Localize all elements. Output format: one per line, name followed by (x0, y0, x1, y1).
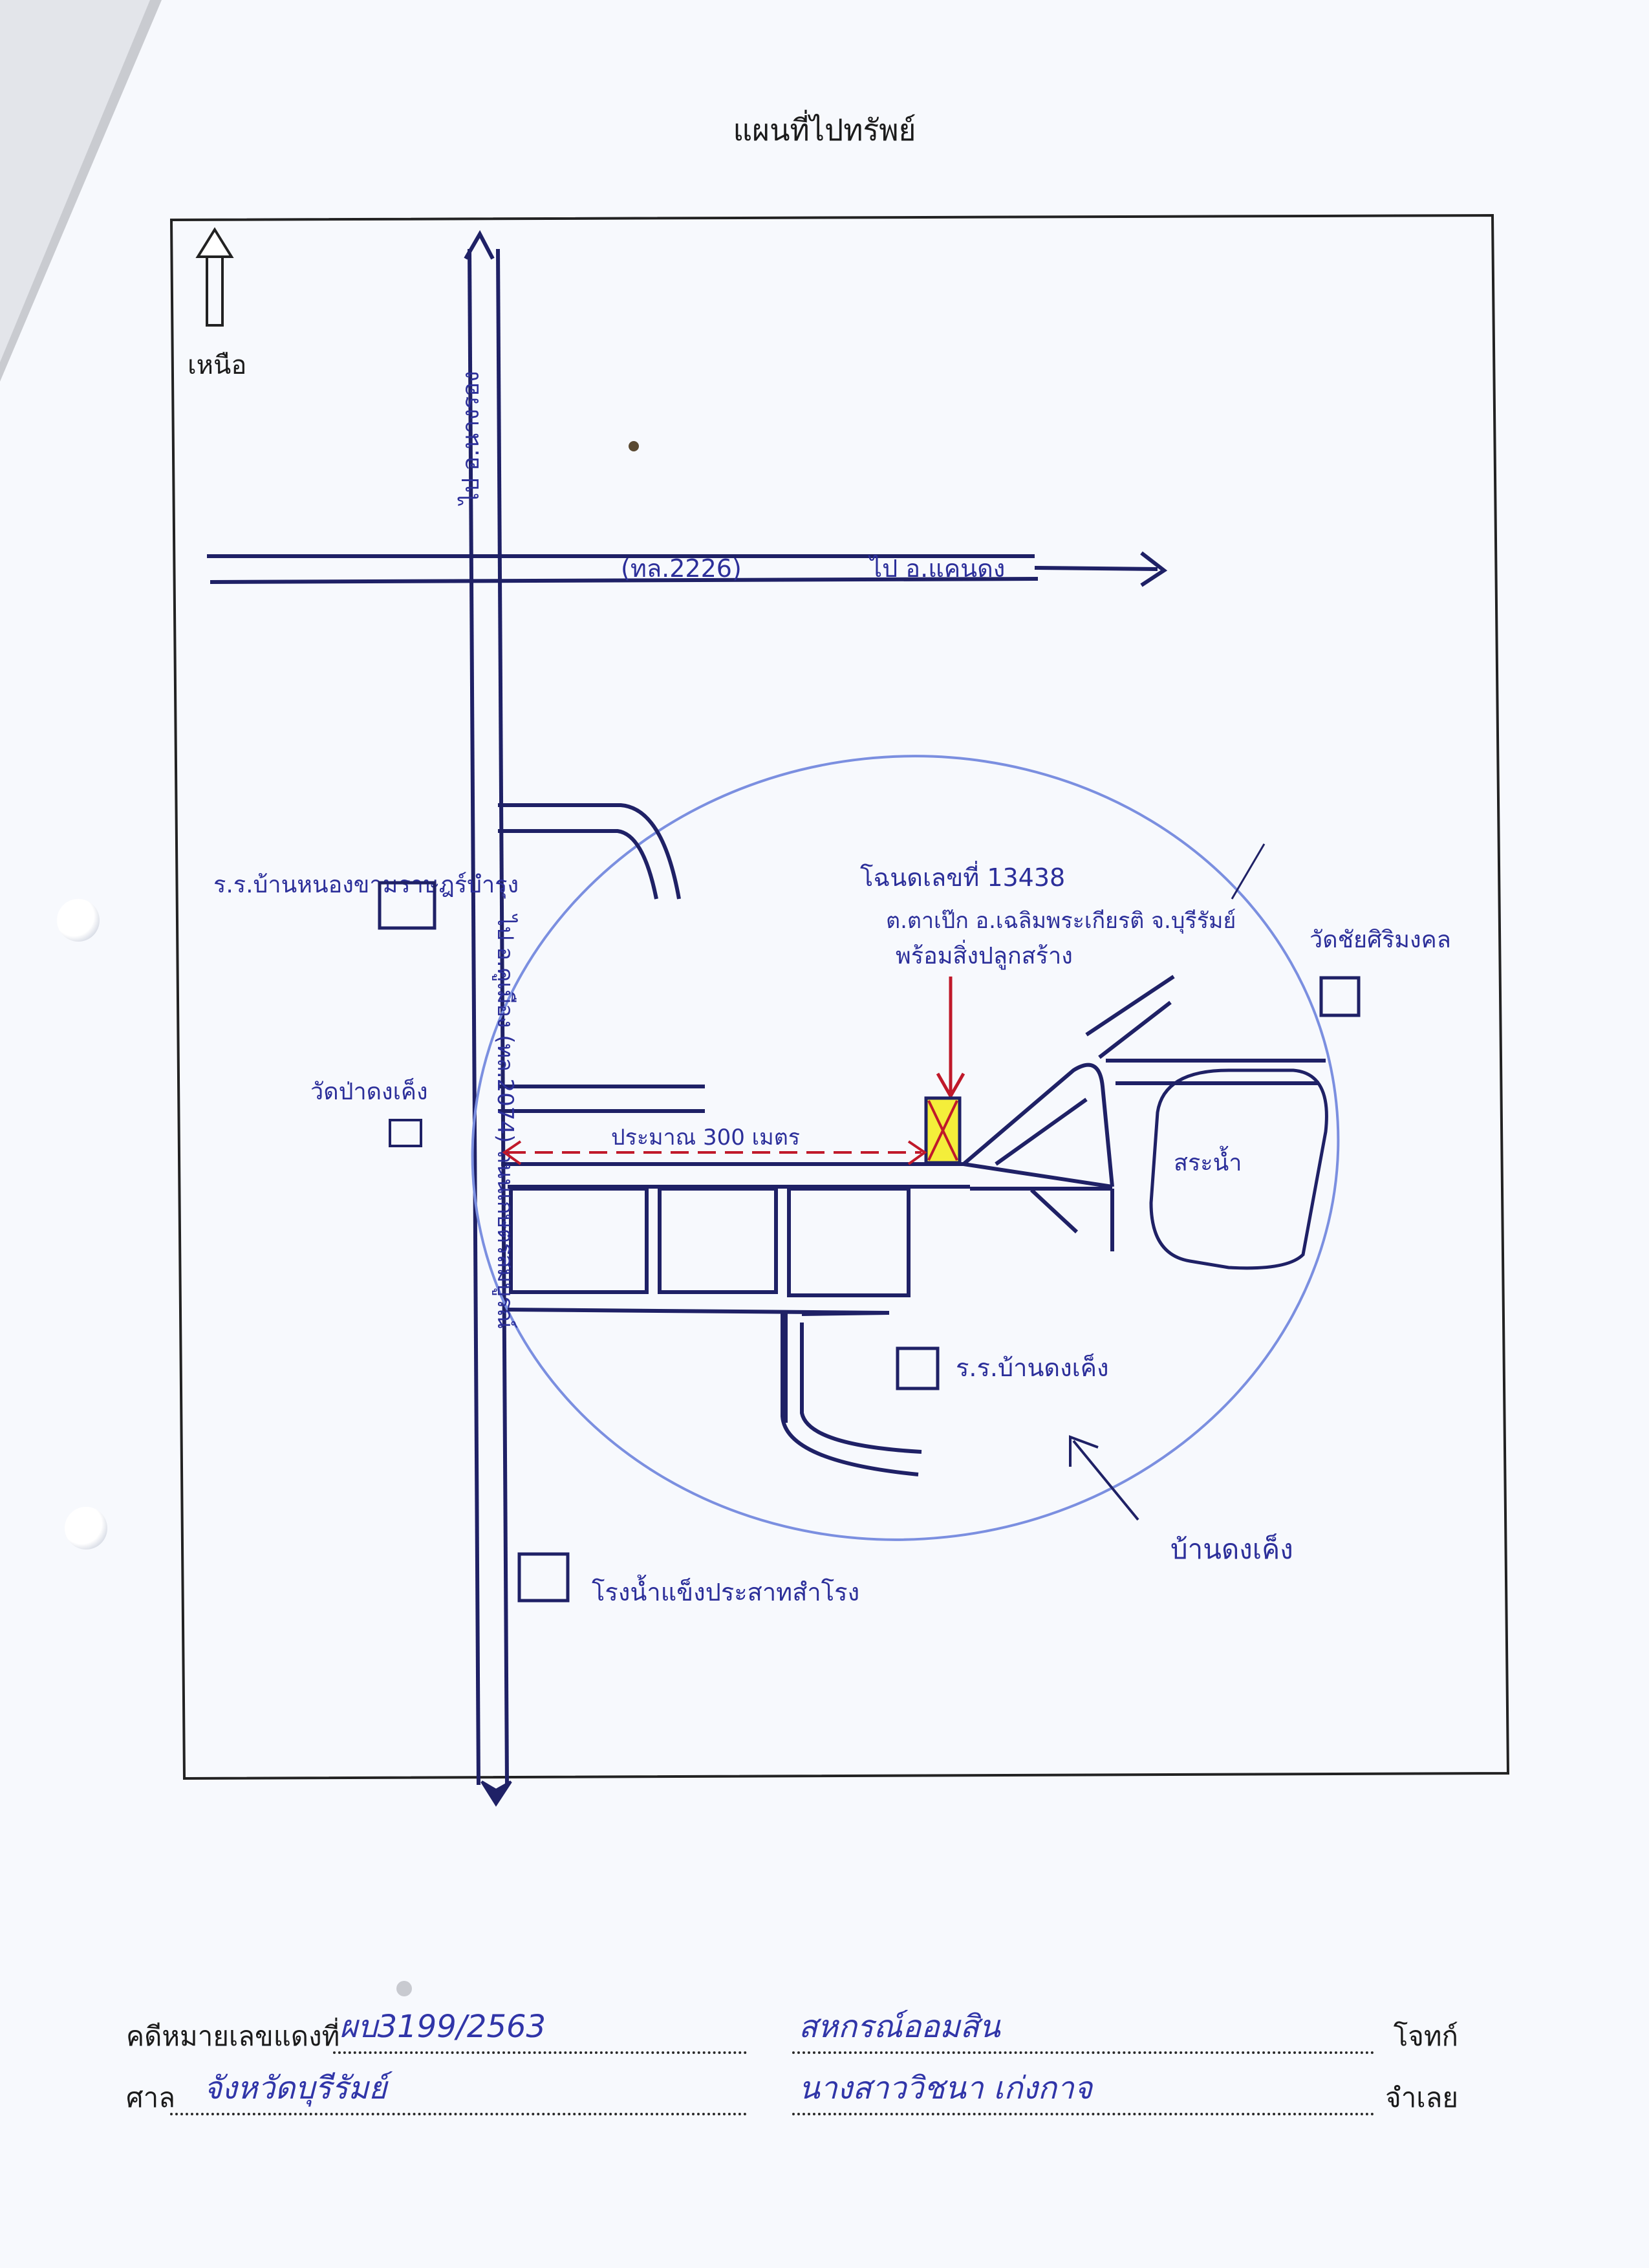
pond-outline (1149, 1068, 1328, 1270)
road-east-label: ไป อ.แคนดง (868, 554, 1005, 583)
punch-hole-top (57, 899, 100, 942)
property-title: โฉนดเลขที่ 13438 (860, 861, 1065, 892)
court-label: ศาล (126, 2082, 175, 2113)
north-arrow-icon (195, 227, 234, 327)
page-title: แผนที่ไปทรัพย์ (733, 113, 916, 147)
village-boundary (471, 755, 1340, 1541)
village-pointer-head (1069, 1435, 1099, 1467)
temple-w-icon (389, 1119, 422, 1147)
property-note: พร้อมสิ่งปลูกสร้าง (896, 940, 1073, 970)
side-road-west (498, 1085, 705, 1113)
temple-ne-pointer (1231, 843, 1266, 900)
side-road-north (498, 803, 681, 900)
distance-arrow-right-icon (907, 1140, 927, 1165)
temple-w-label: วัดป่าดงเค็ง (310, 1077, 428, 1105)
road-east-code: (ทล.2226) (621, 554, 742, 583)
footer-case-row: คดีหมายเลขแดงที่ ผบ3199/2563 สหกรณ์ออมสิ… (126, 2005, 1458, 2063)
factory-icon (517, 1552, 570, 1603)
property-marker-icon (924, 1096, 962, 1165)
temple-ne-icon (1319, 976, 1361, 1017)
case-number-value: ผบ3199/2563 (339, 2009, 546, 2045)
school-nw-label: ร.ร.บ้านหนองขามราษฎร์บำรุง (213, 872, 519, 899)
footer-court-row: ศาล จังหวัดบุรีรัมย์ นางสาววิชนา เก่งกาจ… (126, 2066, 1458, 2124)
court-value: จังหวัดบุรีรัมย์ (204, 2070, 387, 2106)
village-label: บ้านดงเค็ง (1170, 1533, 1293, 1565)
school-s-icon (896, 1346, 940, 1390)
arrow-east-icon (1140, 551, 1168, 587)
defendant-line (792, 2113, 1374, 2115)
defendant-value: นางสาววิชนา เก่งกาจ (799, 2070, 1093, 2106)
pond-label: สระน้ำ (1174, 1145, 1242, 1176)
arrow-north-icon (464, 230, 495, 260)
main-road-north-south (468, 248, 509, 1786)
temple-ne-label: วัดชัยศิริมงคล (1310, 927, 1451, 953)
village-pointer (1072, 1440, 1139, 1521)
map-frame (169, 213, 1510, 1780)
school-s-label: ร.ร.บ้านดงเค็ง (956, 1353, 1109, 1382)
plaintiff-value: สหกรณ์ออมสิน (799, 2009, 1000, 2045)
plaintiff-role: โจทก์ (1393, 2020, 1458, 2052)
court-line (170, 2113, 747, 2115)
page-corner-shadow (0, 0, 162, 382)
property-address: ต.ตาเป๊ก อ.เฉลิมพระเกียรติ จ.บุรีรัมย์ (886, 908, 1236, 934)
case-number-label: คดีหมายเลขแดงที่ (126, 2020, 340, 2052)
road-south-label: ไป อ.คูเมือง (ทล.2074) ถนนเกษตรสมบูรณ์ (492, 913, 518, 1329)
north-label: เหนือ (188, 351, 246, 380)
road-north-label: ไป อ.นางรอง (457, 371, 484, 506)
distance-label: ประมาณ 300 เมตร (611, 1125, 800, 1150)
main-road-east-west (207, 554, 1158, 584)
property-pointer-head (936, 1072, 965, 1100)
arrow-south-icon (480, 1780, 512, 1807)
factory-label: โรงน้ำแข็งประสาทสำโรง (592, 1574, 859, 1606)
punch-hole-bottom (65, 1507, 107, 1550)
distance-arrow-left-icon (502, 1140, 522, 1165)
case-number-line (333, 2051, 747, 2054)
stain-spot (396, 1981, 412, 1996)
plaintiff-line (792, 2051, 1374, 2054)
village-roads (501, 975, 1326, 1476)
defendant-role: จำเลย (1385, 2082, 1458, 2113)
school-nw-icon (378, 881, 436, 930)
ink-spot (629, 441, 639, 451)
